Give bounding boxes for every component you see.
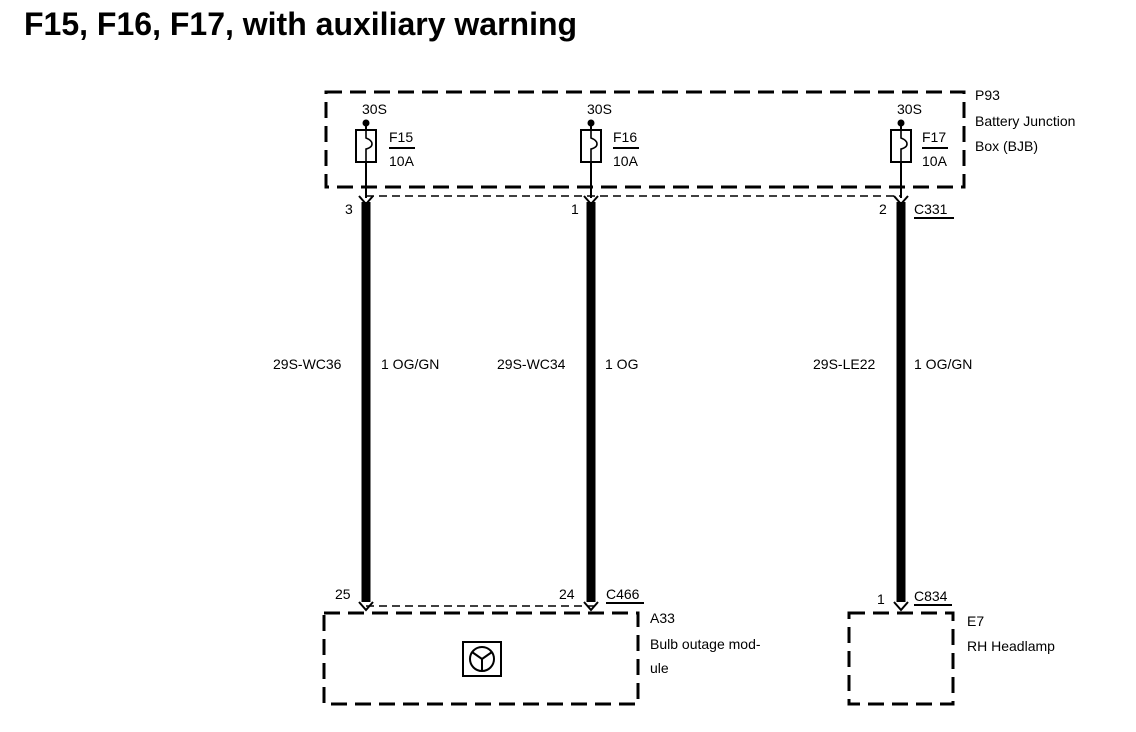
fuse-branch-f17: 30S F17 10A 2 29S-LE22 1 OG/GN 1	[813, 101, 972, 612]
fuse-supply-label: 30S	[897, 101, 922, 117]
bjb-box	[324, 90, 966, 189]
circuit-label: 29S-LE22	[813, 356, 875, 372]
bjb-name-line1: Battery Junction	[975, 113, 1075, 129]
module-id: A33	[650, 610, 675, 626]
module-pin-number: 25	[335, 586, 351, 602]
circuit-label: 29S-WC36	[273, 356, 342, 372]
page-title: F15, F16, F17, with auxiliary warning	[24, 6, 577, 42]
wire-color-label: 1 OG/GN	[381, 356, 439, 372]
bjb-name-line2: Box (BJB)	[975, 138, 1038, 154]
headlamp-id: E7	[967, 613, 984, 629]
fuse-rating: 10A	[613, 153, 639, 169]
wire-color-label: 1 OG/GN	[914, 356, 972, 372]
bjb-pin-number: 2	[879, 201, 887, 217]
module-name-line2: ule	[650, 660, 669, 676]
module-name-line1: Bulb outage mod-	[650, 636, 761, 652]
bjb-connector-label: C331	[914, 201, 948, 217]
fuse-name: F15	[389, 129, 413, 145]
fuse-supply-label: 30S	[587, 101, 612, 117]
terminal-arrow	[893, 601, 909, 612]
fuse-rating: 10A	[922, 153, 948, 169]
headlamp-pin-number: 1	[877, 591, 885, 607]
module-symbol-icon	[462, 641, 502, 677]
fuse-branch-f15: 30S F15 10A 3 29S-WC36 1 OG/GN 25	[273, 101, 439, 612]
module-pin-number: 24	[559, 586, 575, 602]
wire-color-label: 1 OG	[605, 356, 638, 372]
module-connector-label: C466	[606, 586, 640, 602]
bjb-pin-number: 1	[571, 201, 579, 217]
terminal-arrow	[583, 601, 599, 612]
headlamp-connector-label: C834	[914, 588, 948, 604]
module-box	[322, 611, 640, 706]
bjb-id: P93	[975, 87, 1000, 103]
fuse-supply-label: 30S	[362, 101, 387, 117]
fuse-rating: 10A	[389, 153, 415, 169]
headlamp-name: RH Headlamp	[967, 638, 1055, 654]
circuit-label: 29S-WC34	[497, 356, 566, 372]
fuse-branch-f16: 30S F16 10A 1 29S-WC34 1 OG 24	[497, 101, 639, 612]
bjb-pin-number: 3	[345, 201, 353, 217]
headlamp-box	[847, 611, 955, 706]
fuse-name: F17	[922, 129, 946, 145]
terminal-arrow	[358, 601, 374, 612]
fuse-name: F16	[613, 129, 637, 145]
